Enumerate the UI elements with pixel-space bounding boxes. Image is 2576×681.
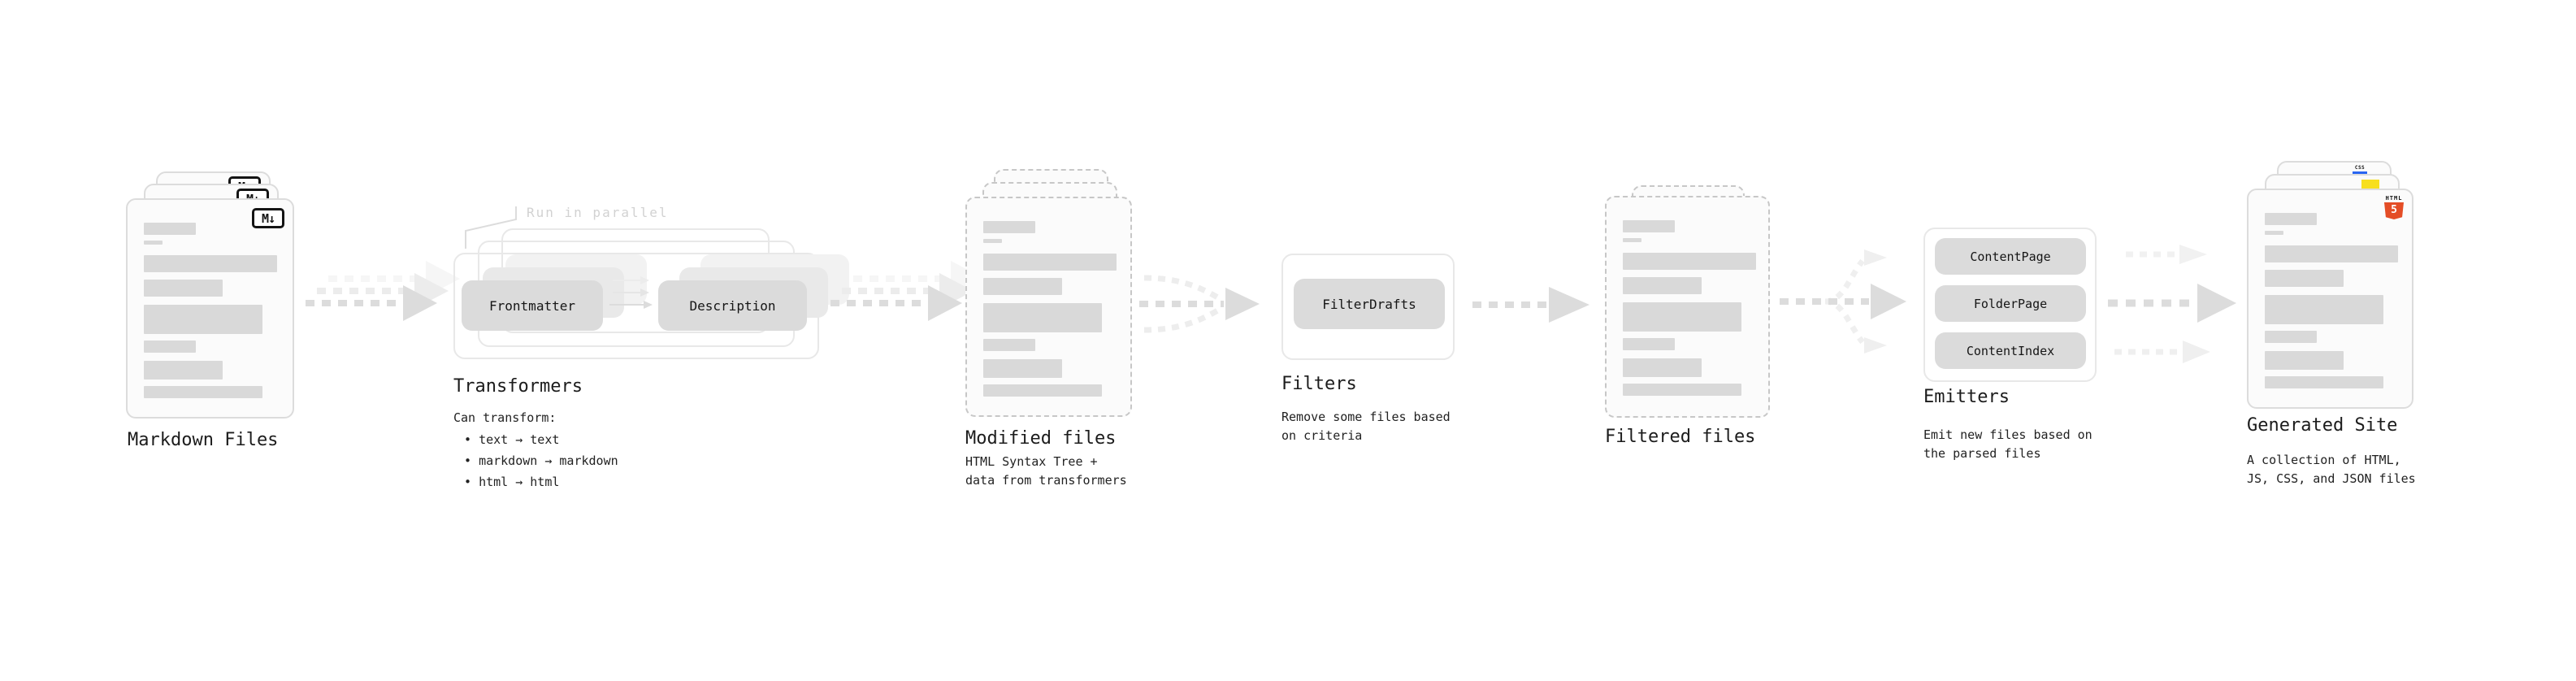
file-content-placeholder [144,223,277,398]
filtered-files-heading: Filtered files [1605,427,1756,447]
file-card-front: M↓ [126,198,294,419]
file-content-placeholder [983,221,1117,397]
transform-bullet-list: text → text markdown → markdown html → h… [453,429,618,492]
arrow-modified-to-filters [1139,275,1260,333]
html5-icon: HTML 5 [2383,195,2405,219]
html5-icon-word: HTML [2385,195,2403,202]
generated-site-heading: Generated Site [2247,415,2398,436]
contentpage-node: ContentPage [1935,238,2086,275]
run-in-parallel-note: Run in parallel [527,205,669,220]
run-in-parallel-leader-line [465,206,517,249]
description-node: Description [658,280,807,331]
emitters-description: Emit new files based on the parsed files [1923,427,2092,462]
filters-frame [1281,254,1455,360]
file-content-placeholder [1623,220,1756,396]
transformers-heading: Transformers [453,376,583,397]
arrow-filtered-to-emitters [1780,249,1906,354]
arrow-markdown-to-transformers [306,261,460,321]
emitters-heading: Emitters [1923,387,2010,407]
file-content-placeholder [2265,213,2398,388]
frontmatter-node: Frontmatter [462,280,603,331]
bullet-item: text → text [453,429,618,450]
css-icon-label: CSS [2354,165,2366,171]
css-icon: CSS [2353,165,2367,174]
filters-description: Remove some files based on criteria [1281,410,1451,444]
modified-files-description: HTML Syntax Tree + data from transformer… [965,454,1127,488]
transformers-description: Can transform: text → text markdown → ma… [453,410,618,492]
filterdrafts-node: FilterDrafts [1294,279,1445,329]
frontmatter-to-description-arrows [609,276,653,309]
folderpage-node: FolderPage [1935,285,2086,322]
contentindex-node: ContentIndex [1935,332,2086,369]
generated-site-description: A collection of HTML, JS, CSS, and JSON … [2247,453,2416,487]
markdown-files-label: Markdown Files [128,430,279,450]
file-card-front: HTML 5 [2247,189,2413,409]
css-icon-bar [2353,171,2367,174]
markdown-icon: M↓ [252,208,284,228]
bullet-item: html → html [453,471,618,492]
bullet-item: markdown → markdown [453,450,618,471]
arrow-transformers-to-modified [830,261,985,321]
arrow-filters-to-filtered [1472,287,1589,323]
file-card-front [965,197,1132,417]
modified-files-heading: Modified files [965,428,1117,449]
emitters-frame [1923,228,2097,382]
filters-heading: Filters [1281,374,1357,394]
can-transform-title: Can transform: [453,410,557,425]
arrow-emitters-to-generated [2108,245,2236,363]
html5-icon-shield: 5 [2384,202,2404,219]
file-card-front [1605,196,1770,418]
